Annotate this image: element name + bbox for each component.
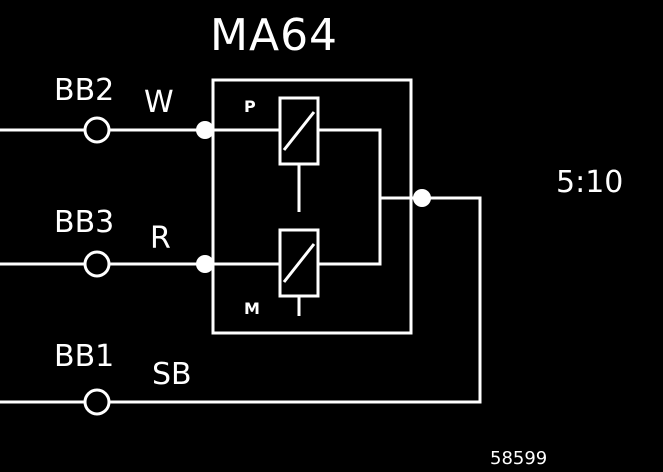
junction-common (413, 189, 431, 207)
signal-label-sb: SB (152, 357, 192, 392)
reference-code: 5:10 (556, 165, 623, 200)
coil-tag-m: M (244, 299, 260, 318)
connector-label-bb3: BB3 (54, 205, 114, 240)
junction-bb3 (196, 255, 214, 273)
figure-number: 58599 (490, 448, 547, 469)
terminal-bb3 (83, 250, 111, 278)
connector-label-bb2: BB2 (54, 73, 114, 108)
connector-row-bb2: BB2 W (0, 73, 214, 144)
coil-p-diagonal (282, 111, 316, 151)
wire-coil-return (318, 128, 382, 266)
coil-p: P (244, 96, 320, 212)
wire-bb1-return (109, 196, 482, 404)
terminal-bb2 (83, 116, 111, 144)
junction-bb2 (196, 121, 214, 139)
component-title: MA64 (210, 10, 338, 61)
connector-row-bb1: BB1 SB (0, 196, 482, 416)
coil-m-diagonal (282, 243, 316, 283)
signal-label-r: R (150, 221, 171, 256)
coil-tag-p: P (244, 97, 256, 116)
connector-label-bb1: BB1 (54, 339, 114, 374)
terminal-bb1 (83, 388, 111, 416)
signal-label-w: W (144, 85, 174, 120)
component-housing (211, 78, 413, 335)
internal-wiring (213, 128, 431, 266)
coil-m: M (244, 228, 320, 318)
connector-row-bb3: BB3 R (0, 205, 214, 278)
